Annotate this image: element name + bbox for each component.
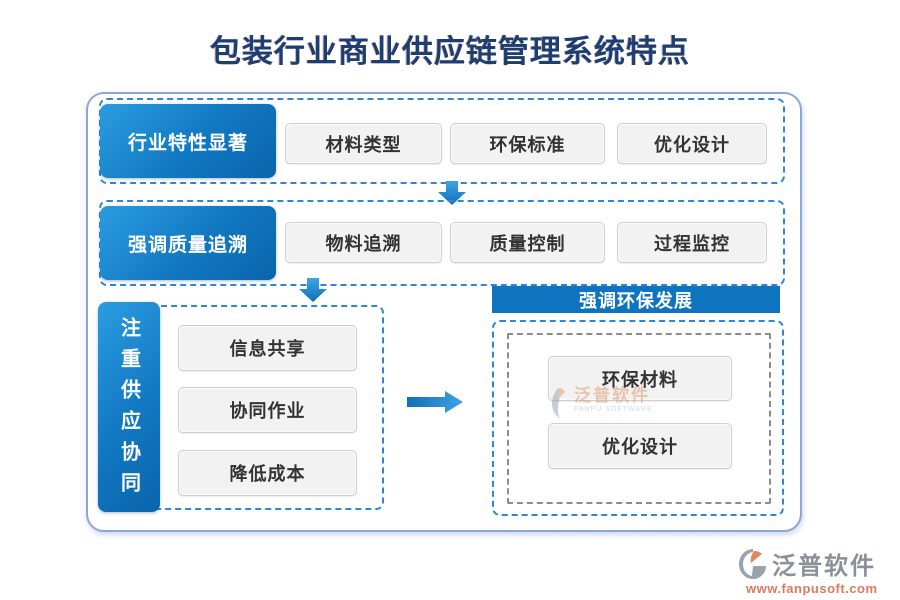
page-title: 包装行业商业供应链管理系统特点	[210, 34, 690, 69]
row-quality-label: 强调质量追溯	[100, 206, 276, 280]
chip-optimize-design-row1: 优化设计	[617, 123, 767, 164]
fanpu-logo-icon	[739, 548, 766, 579]
supply-collab-label: 注重供应协同	[98, 302, 160, 512]
chip-optimize-design-eco: 优化设计	[548, 423, 732, 469]
chip-eco-material: 环保材料	[548, 356, 732, 401]
arrow-down-icon	[299, 278, 327, 302]
eco-section-box	[492, 320, 784, 516]
chip-eco-standard: 环保标准	[450, 123, 605, 164]
chip-material-trace: 物料追溯	[285, 222, 442, 263]
chip-collab-work: 协同作业	[178, 387, 357, 433]
row-industry-label: 行业特性显著	[100, 104, 276, 178]
chip-quality-control: 质量控制	[450, 222, 605, 263]
eco-section-inner-box	[507, 333, 771, 504]
footer-brand: 泛普软件 www.fanpusoft.com	[738, 546, 893, 596]
arrow-down-icon	[438, 181, 466, 205]
footer-brand-url: www.fanpusoft.com	[746, 581, 878, 596]
footer-brand-name: 泛普软件	[772, 553, 876, 580]
chip-cost-reduction: 降低成本	[178, 450, 357, 496]
chip-process-monitor: 过程监控	[617, 222, 767, 263]
arrow-right-icon	[407, 391, 463, 413]
eco-section-header: 强调环保发展	[492, 286, 780, 313]
chip-material-type: 材料类型	[285, 123, 442, 164]
chip-info-sharing: 信息共享	[178, 325, 357, 371]
